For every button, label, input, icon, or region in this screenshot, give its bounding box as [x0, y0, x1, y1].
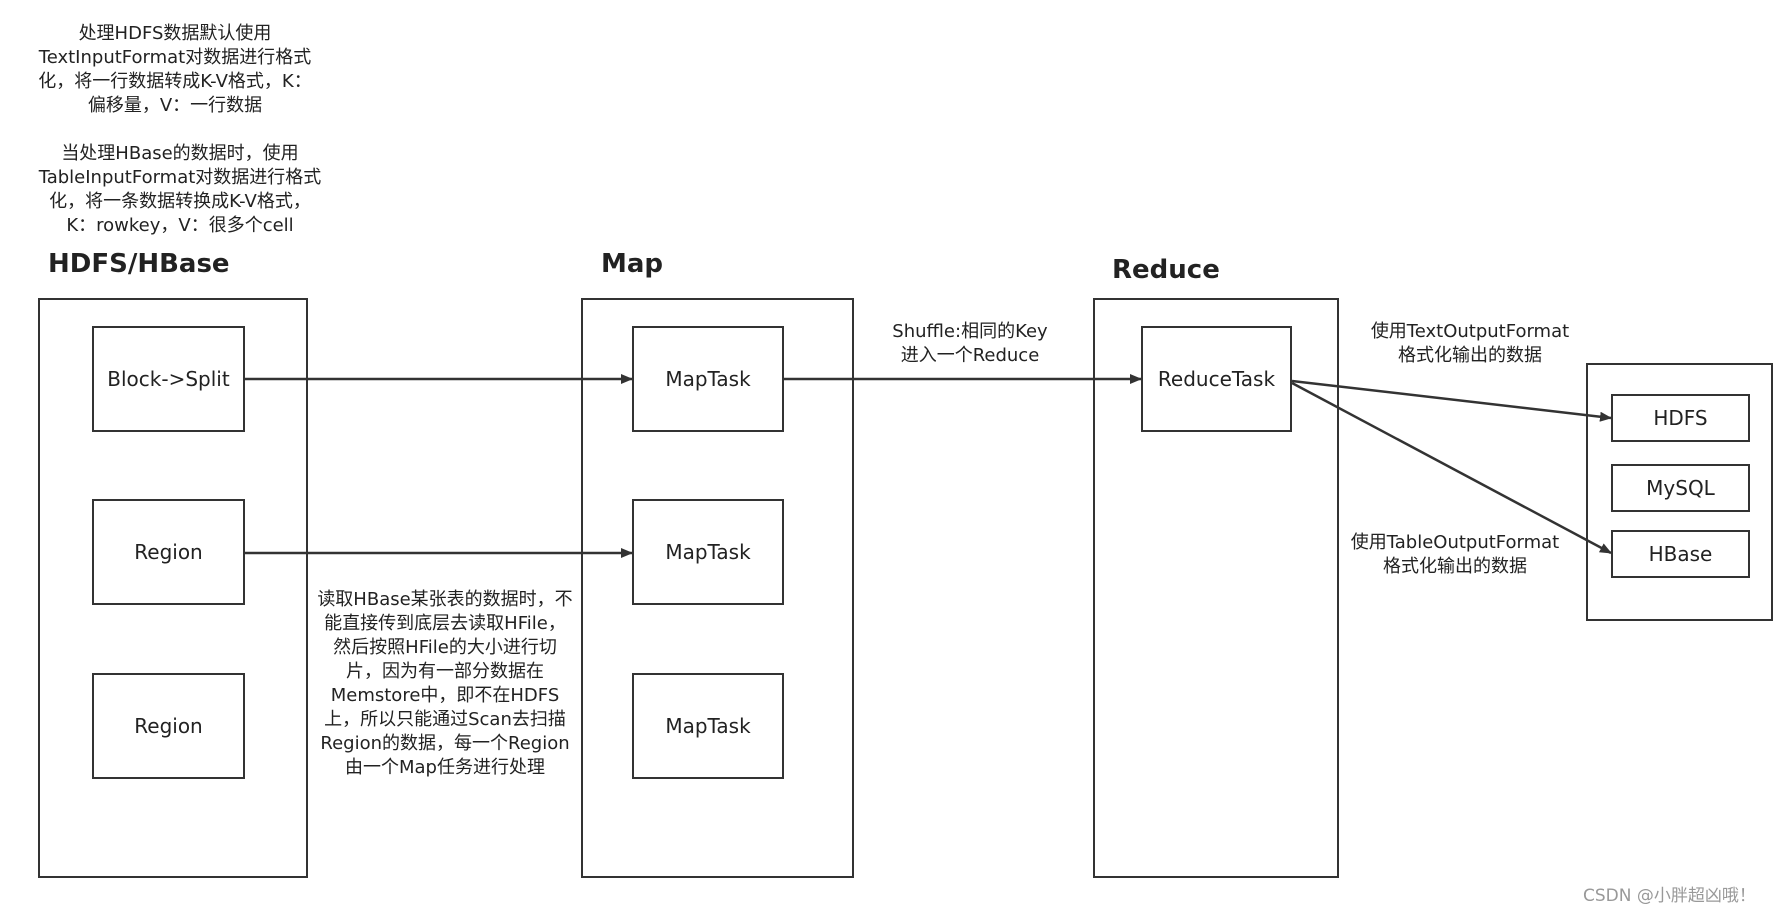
output-hbase-node: HBase [1611, 530, 1750, 578]
region-node-1: Region [92, 499, 245, 605]
heading-hdfs-hbase: HDFS/HBase [48, 249, 230, 279]
maptask-node-2: MapTask [632, 499, 784, 605]
hdfs-hbase-container [38, 298, 308, 878]
block-split-node: Block->Split [92, 326, 245, 432]
csdn-watermark: CSDN @小胖超凶哦！ [1583, 886, 1756, 906]
arrow-reducetask-to-hdfs [1291, 379, 1612, 422]
hbase-scan-note: 读取HBase某张表的数据时，不 能直接传到底层去读取HFile， 然后按照HF… [317, 589, 573, 778]
arrow-reducetask-to-hbase [1291, 381, 1612, 555]
reducetask-node: ReduceTask [1141, 326, 1292, 432]
maptask-node-1: MapTask [632, 326, 784, 432]
shuffle-note: Shuffle:相同的Key 进入一个Reduce [892, 321, 1048, 366]
text-output-format-note: 使用TextOutputFormat 格式化输出的数据 [1370, 321, 1570, 366]
map-container [581, 298, 854, 878]
output-container [1586, 363, 1773, 621]
table-output-format-note: 使用TableOutputFormat 格式化输出的数据 [1350, 532, 1560, 577]
region-node-2: Region [92, 673, 245, 779]
hbase-input-format-note: 当处理HBase的数据时，使用 TableInputFormat对数据进行格式 … [38, 143, 322, 236]
maptask-node-3: MapTask [632, 673, 784, 779]
output-hdfs-node: HDFS [1611, 394, 1750, 442]
heading-reduce: Reduce [1112, 255, 1220, 285]
output-mysql-node: MySQL [1611, 464, 1750, 512]
heading-map: Map [601, 249, 664, 279]
hdfs-input-format-note: 处理HDFS数据默认使用 TextInputFormat对数据进行格式 化，将一… [38, 23, 312, 116]
reduce-container [1093, 298, 1339, 878]
